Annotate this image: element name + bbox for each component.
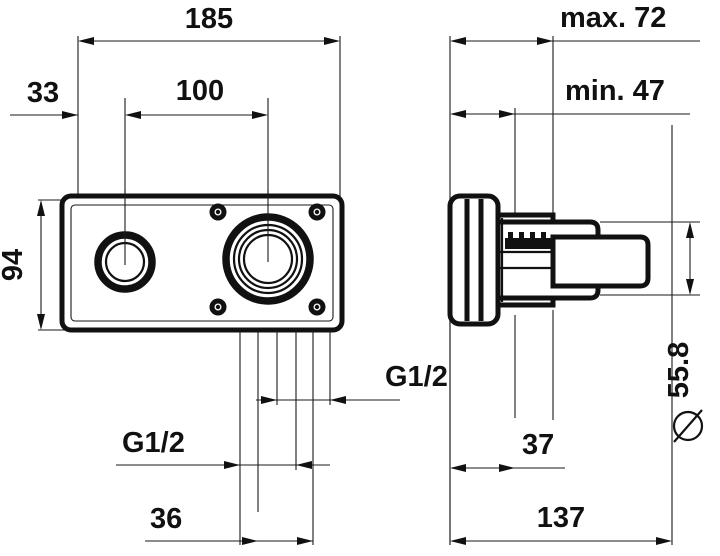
- dimension-94-label: 94: [0, 249, 29, 281]
- dimension-100: 100: [125, 75, 268, 119]
- dimension-100-label: 100: [176, 75, 224, 107]
- diameter-symbol-icon: [672, 409, 704, 443]
- dimension-55-8-label: 55.8: [663, 342, 695, 398]
- dimension-min47-label: min. 47: [565, 75, 665, 107]
- body-inner-outline: [70, 204, 334, 322]
- side-knob: [447, 193, 501, 327]
- dimension-36-label: 36: [150, 503, 182, 535]
- dimension-max72: max. 72: [450, 2, 700, 45]
- port-centerlines: [124, 190, 269, 265]
- dimension-37-label: 37: [522, 429, 554, 461]
- dimension-137-label: 137: [537, 502, 585, 534]
- dimension-137: 137: [450, 502, 672, 545]
- front-view-group: 185 33 100 94: [0, 3, 448, 545]
- dimension-185-label: 185: [185, 3, 233, 35]
- side-extension-lines: [449, 36, 673, 545]
- side-valve-body: [495, 212, 651, 308]
- dimension-33: 33: [10, 77, 78, 119]
- mounting-holes: [209, 203, 326, 316]
- dimension-g12-lower-label: G1/2: [122, 427, 185, 459]
- side-view-group: max. 72 min. 47 55.8: [447, 2, 704, 545]
- dimension-g12-lower: G1/2: [116, 427, 330, 469]
- dimension-min47: min. 47: [450, 75, 690, 118]
- dimension-94: 94: [0, 199, 78, 331]
- spline-detail: [505, 232, 553, 249]
- dimension-diameter-55-8: 55.8: [600, 221, 704, 443]
- dimension-185: 185: [78, 3, 340, 45]
- dimension-36: 36: [145, 503, 313, 545]
- dimension-g12-upper-label: G1/2: [385, 361, 448, 393]
- dimension-max72-label: max. 72: [560, 2, 666, 34]
- dimension-37: 37: [450, 429, 565, 472]
- dimension-g12-upper: G1/2: [256, 361, 448, 404]
- dimension-33-label: 33: [27, 77, 59, 109]
